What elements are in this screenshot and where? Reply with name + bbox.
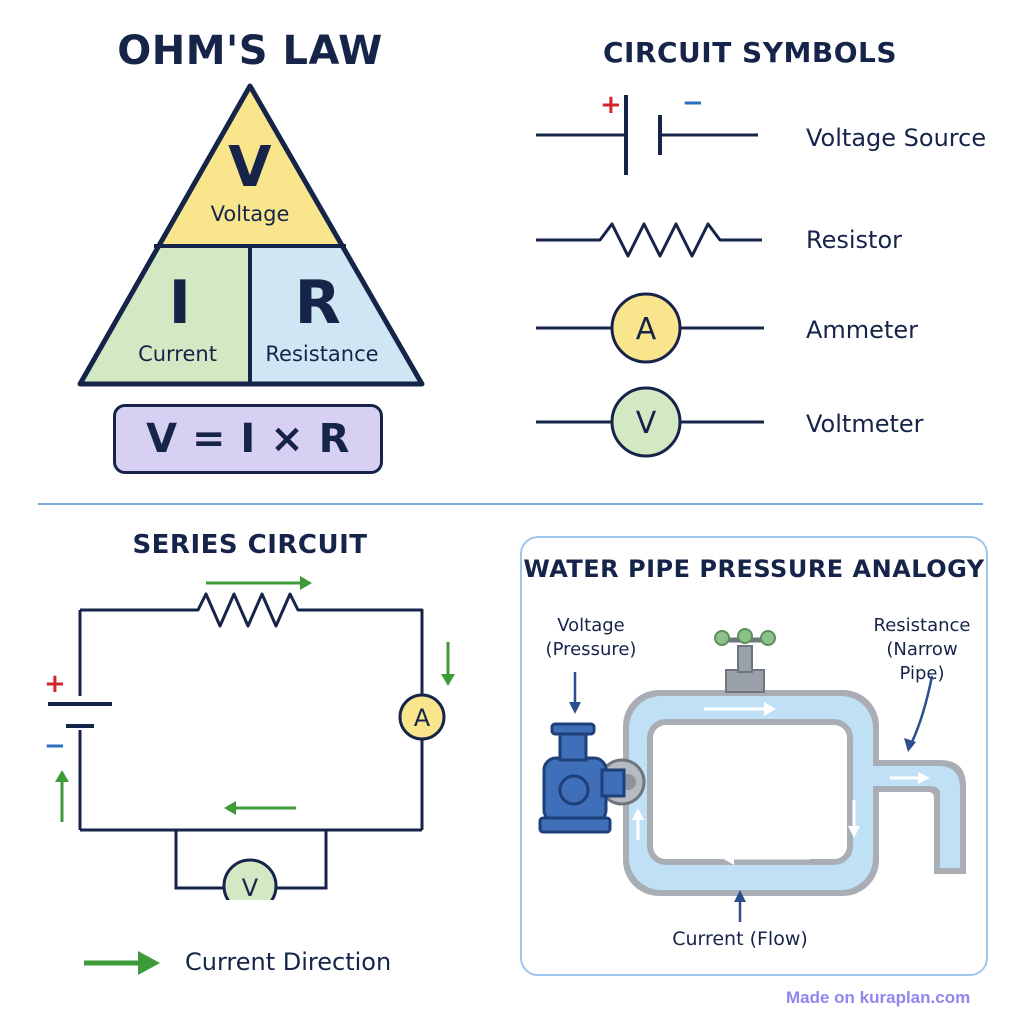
resistance-narrow-line1: Resistance: [873, 615, 971, 636]
voltmeter-letter: V: [636, 406, 657, 441]
voltage-pressure-label: Voltage (Pressure): [536, 614, 646, 662]
current-direction-label: Current Direction: [185, 948, 392, 976]
ammeter-symbol: A: [536, 292, 764, 364]
water-analogy-title: WATER PIPE PRESSURE ANALOGY: [523, 555, 985, 583]
v-letter: V: [228, 135, 272, 200]
resistance-narrow-label: Resistance (Narrow Pipe): [862, 614, 982, 686]
series-circuit-diagram: + − A V: [44, 576, 455, 900]
ohms-law-title: OHM'S LAW: [117, 28, 383, 74]
series-voltmeter-letter: V: [242, 874, 259, 900]
watermark[interactable]: Made on kuraplan.com: [786, 988, 971, 1007]
minus-sign: −: [682, 88, 704, 118]
water-pipe-diagram: [538, 628, 966, 922]
resistance-label: Resistance: [265, 342, 379, 366]
voltmeter-label: Voltmeter: [806, 410, 924, 438]
series-ammeter-letter: A: [414, 704, 431, 732]
voltage-pressure-line2: (Pressure): [545, 639, 637, 660]
formula-box: V = I × R: [113, 404, 383, 474]
section-divider: [38, 503, 983, 505]
ohms-law-triangle: [77, 83, 425, 387]
ammeter-letter: A: [636, 312, 657, 347]
resistor-label: Resistor: [806, 226, 902, 254]
voltage-label: Voltage: [210, 202, 290, 226]
current-direction-arrow-icon: [84, 951, 160, 975]
current-label: Current: [138, 342, 217, 366]
circuit-symbols-title: CIRCUIT SYMBOLS: [602, 36, 898, 69]
r-letter: R: [294, 268, 342, 338]
series-circuit-title: SERIES CIRCUIT: [132, 530, 368, 560]
series-minus-sign: −: [44, 731, 66, 761]
voltage-source-label: Voltage Source: [806, 124, 987, 152]
voltmeter-symbol: V: [536, 386, 764, 458]
i-letter: I: [168, 268, 192, 338]
formula-text: V = I × R: [146, 416, 350, 462]
resistor-symbol: [536, 222, 762, 258]
current-flow-label: Current (Flow): [672, 928, 808, 950]
voltage-source-symbol: + −: [536, 88, 758, 175]
plus-sign: +: [600, 90, 622, 120]
water-analogy-panel: [520, 536, 988, 976]
voltage-pressure-line1: Voltage: [557, 615, 625, 636]
series-plus-sign: +: [44, 669, 66, 699]
resistance-narrow-line2: (Narrow Pipe): [886, 639, 958, 684]
ammeter-label: Ammeter: [806, 316, 918, 344]
